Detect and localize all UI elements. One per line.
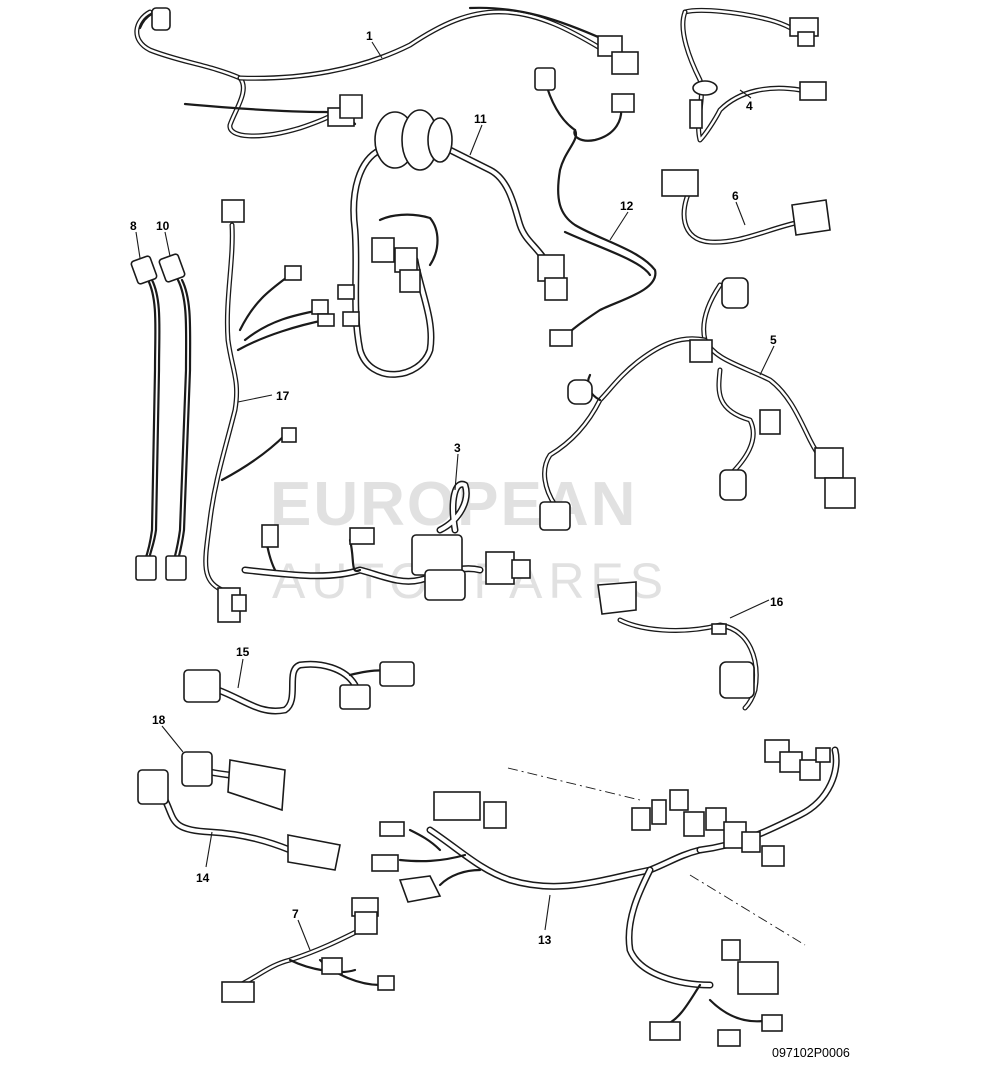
reference-lines xyxy=(507,767,806,946)
label-4: 4 xyxy=(746,99,753,113)
reference-code: 097102P0006 xyxy=(772,1046,850,1060)
label-15: 15 xyxy=(236,645,250,659)
harness-part-6[interactable] xyxy=(661,169,831,245)
watermark-line2: AUTOSPARES xyxy=(272,553,669,609)
label-6: 6 xyxy=(732,189,739,203)
label-14: 14 xyxy=(196,871,210,885)
label-10: 10 xyxy=(156,219,170,233)
harness-part-8[interactable] xyxy=(130,255,161,581)
harness-part-16[interactable] xyxy=(597,581,759,711)
harness-part-3[interactable] xyxy=(241,480,531,601)
label-8: 8 xyxy=(130,219,137,233)
dash-line-upper xyxy=(507,767,641,801)
leader-lines xyxy=(135,41,775,951)
harness-part-14[interactable] xyxy=(137,769,341,871)
callout-labels: 1 4 11 12 6 8 10 5 17 3 16 15 18 14 7 13 xyxy=(130,29,784,947)
harness-part-7[interactable] xyxy=(221,897,395,1003)
label-5: 5 xyxy=(770,333,777,347)
label-3: 3 xyxy=(454,441,461,455)
label-13: 13 xyxy=(538,933,552,947)
harness-part-13[interactable] xyxy=(371,739,840,1047)
harness-part-17[interactable] xyxy=(203,199,335,623)
harness-part-5[interactable] xyxy=(539,277,856,531)
harness-part-4[interactable] xyxy=(680,7,827,143)
label-7: 7 xyxy=(292,907,299,921)
harness-part-15[interactable] xyxy=(183,660,415,715)
watermark: EUROPEAN AUTOSPARES xyxy=(270,470,669,609)
label-16: 16 xyxy=(770,595,784,609)
harness-part-18[interactable] xyxy=(181,751,286,812)
label-11: 11 xyxy=(474,112,487,126)
label-12: 12 xyxy=(620,199,634,213)
dash-line-lower xyxy=(689,874,806,946)
harness-part-10[interactable] xyxy=(158,253,192,581)
label-1: 1 xyxy=(366,29,373,43)
label-17: 17 xyxy=(276,389,290,403)
harness-part-11[interactable] xyxy=(337,109,568,378)
harness-part-1[interactable] xyxy=(134,6,639,139)
harness-part-12[interactable] xyxy=(534,67,657,347)
label-18: 18 xyxy=(152,713,166,727)
